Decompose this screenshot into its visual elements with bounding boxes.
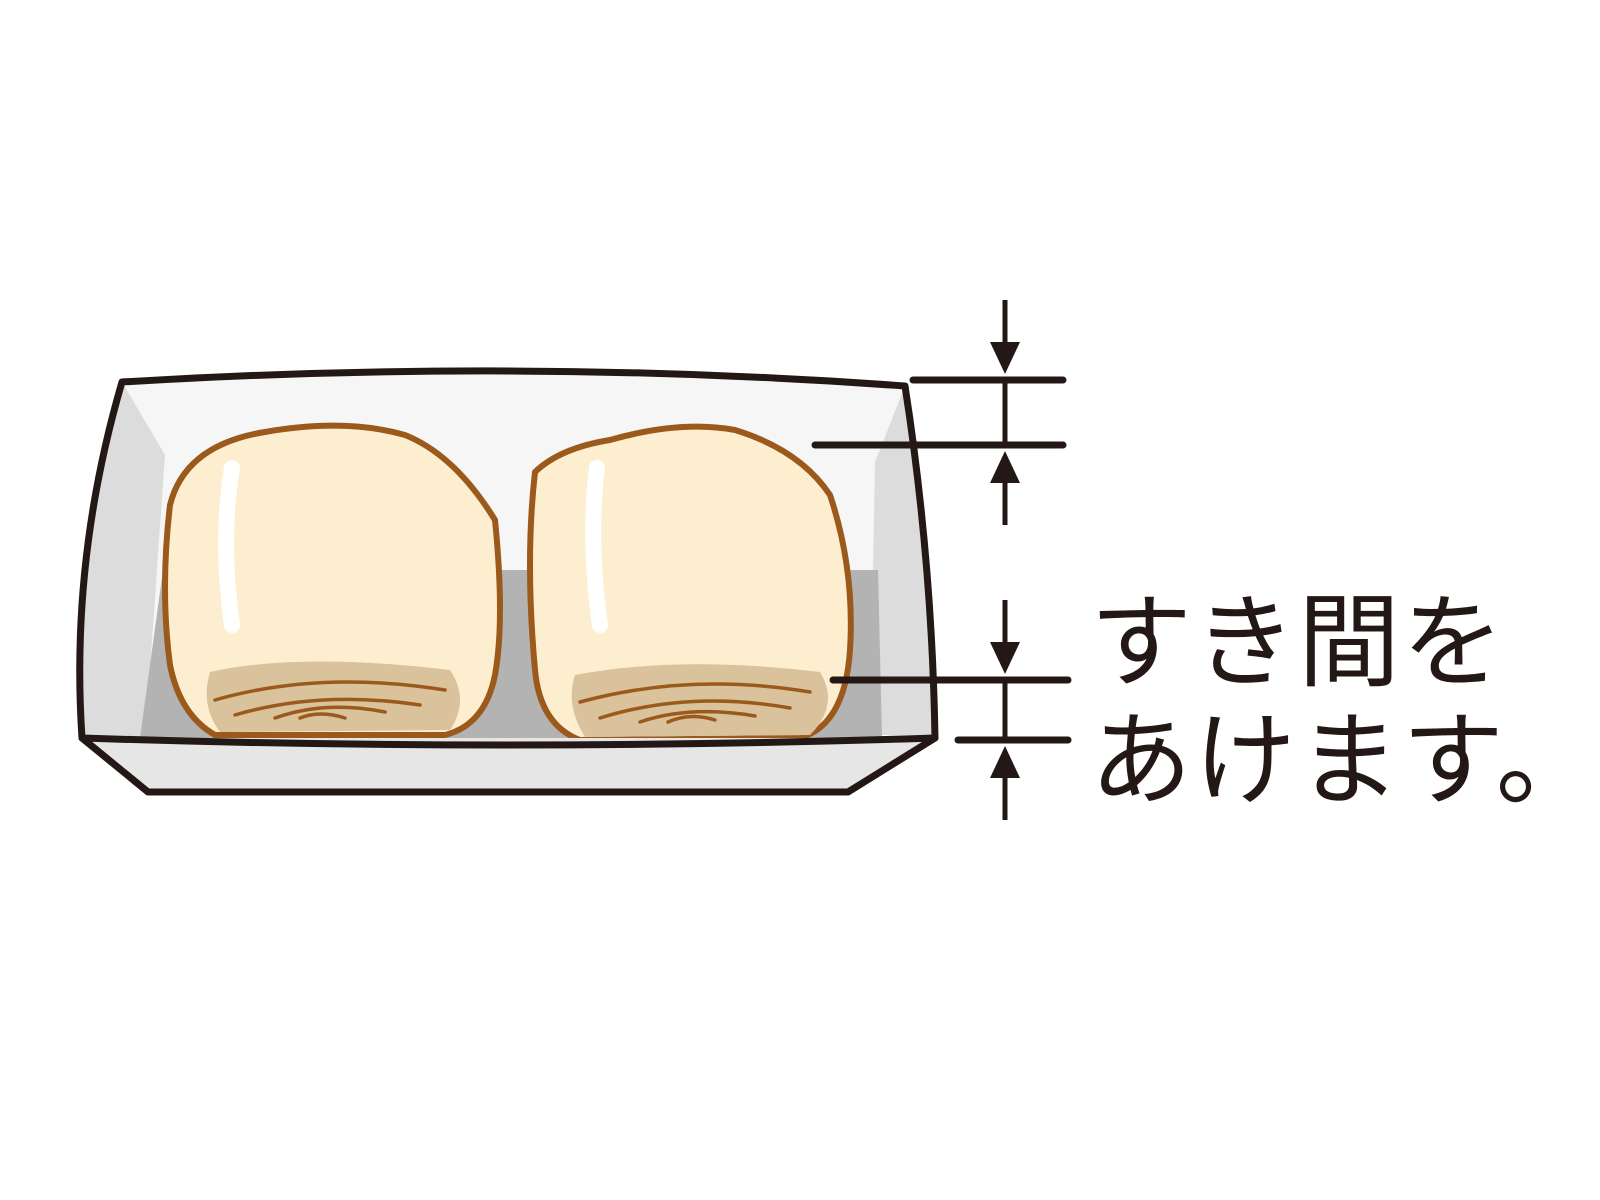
tray-outline <box>76 367 939 796</box>
arrow-down-icon <box>990 642 1020 674</box>
caption-line-1: すき間を <box>1090 584 1506 703</box>
bread-swirl-base <box>206 661 460 732</box>
top-gap-marker <box>811 300 1067 525</box>
bread-body <box>162 422 503 738</box>
gap-instruction-caption: すき間を あけます。 <box>1090 585 1600 821</box>
bread-highlight <box>585 460 608 633</box>
tray-rim-line <box>78 734 939 749</box>
caption-line-2: あけます。 <box>1090 702 1600 821</box>
arrow-up-icon <box>990 451 1020 483</box>
tray-front <box>76 367 939 796</box>
bread-roll-left <box>162 422 503 738</box>
bread-roll-right <box>527 423 854 743</box>
arrow-up-icon <box>990 746 1020 778</box>
arrow-down-icon <box>990 342 1020 374</box>
bread-swirl-line <box>578 682 812 724</box>
bread-body <box>527 423 854 743</box>
tray-front-panel <box>82 738 935 792</box>
bread-highlight <box>218 460 240 633</box>
bottom-gap-marker <box>829 600 1072 820</box>
tray-right-inner-wall <box>870 386 935 735</box>
bread-swirl-line <box>213 680 447 720</box>
